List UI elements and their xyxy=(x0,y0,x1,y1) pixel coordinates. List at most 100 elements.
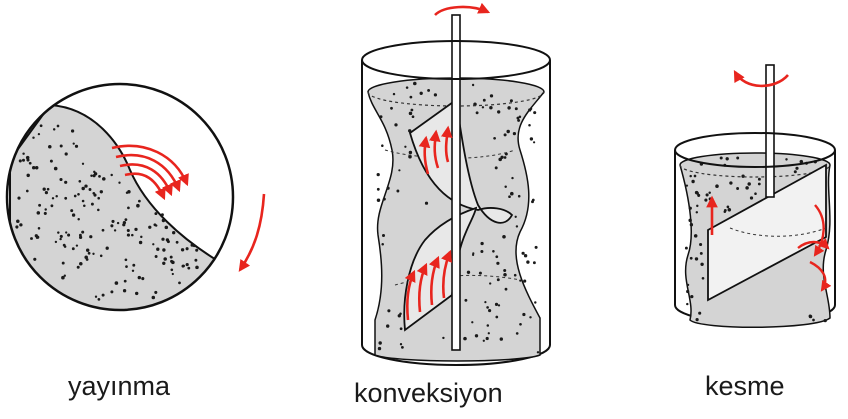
particle xyxy=(507,106,510,109)
particle xyxy=(706,193,709,196)
particle xyxy=(131,234,134,237)
particle xyxy=(393,93,395,95)
particle xyxy=(26,174,29,177)
particle xyxy=(111,220,114,223)
particle xyxy=(399,312,402,315)
particle xyxy=(442,337,444,339)
particle xyxy=(504,133,507,136)
particle xyxy=(496,262,499,265)
particle xyxy=(84,256,88,260)
particle xyxy=(100,190,103,193)
particle xyxy=(187,267,190,270)
particle xyxy=(125,258,128,261)
particle xyxy=(726,157,729,160)
particle xyxy=(487,324,490,327)
particle xyxy=(700,263,703,266)
particle xyxy=(420,92,423,95)
particle xyxy=(463,337,467,341)
particle xyxy=(88,252,91,255)
particle xyxy=(528,108,531,111)
particle xyxy=(84,184,87,187)
particle xyxy=(736,157,739,160)
particle xyxy=(758,178,761,181)
particle xyxy=(134,228,137,231)
particle xyxy=(500,156,503,159)
particle xyxy=(89,235,92,238)
particle xyxy=(511,177,513,179)
particle xyxy=(115,281,119,285)
particle xyxy=(29,162,32,165)
particle xyxy=(26,190,29,193)
particle xyxy=(824,319,827,322)
particle xyxy=(30,237,33,240)
particle xyxy=(396,190,399,193)
particle xyxy=(170,256,173,259)
particle xyxy=(486,337,489,340)
particle xyxy=(378,341,381,344)
particle xyxy=(404,146,406,148)
particle xyxy=(19,223,22,226)
particle xyxy=(486,306,489,309)
particle xyxy=(191,243,194,246)
particle xyxy=(696,318,699,321)
particle xyxy=(78,180,81,183)
particle xyxy=(102,229,105,232)
particle xyxy=(490,94,493,97)
particle xyxy=(186,247,189,250)
particle xyxy=(154,212,157,215)
particle xyxy=(114,229,116,231)
particle xyxy=(510,192,514,196)
particle xyxy=(62,262,65,265)
particle xyxy=(480,242,483,245)
particle xyxy=(747,182,750,185)
particle xyxy=(93,194,96,197)
particle xyxy=(467,271,470,274)
particle xyxy=(688,219,691,222)
particle xyxy=(127,207,130,210)
particle xyxy=(475,334,478,337)
particle xyxy=(16,220,20,224)
particle xyxy=(427,89,430,92)
particle xyxy=(794,170,797,173)
particle xyxy=(64,275,66,277)
particle xyxy=(45,191,48,194)
particle xyxy=(505,288,508,291)
particle xyxy=(489,106,492,109)
particle xyxy=(178,282,181,285)
particle xyxy=(98,175,101,178)
particle xyxy=(64,197,67,200)
particle xyxy=(59,178,62,181)
particle xyxy=(377,173,380,176)
particle xyxy=(127,229,130,232)
particle xyxy=(480,250,483,253)
particle xyxy=(410,96,413,99)
convection-panel xyxy=(362,7,550,365)
drum-rotation-arrow xyxy=(240,194,264,270)
particle xyxy=(54,167,58,171)
particle xyxy=(479,272,482,275)
particle xyxy=(53,128,55,130)
particle xyxy=(167,240,170,243)
particle xyxy=(162,262,165,265)
particle xyxy=(161,238,164,241)
particle xyxy=(406,86,409,89)
shaft-rotation-arrow xyxy=(735,72,788,86)
particle xyxy=(127,190,131,194)
particle xyxy=(132,264,135,267)
particle xyxy=(386,324,389,327)
particle xyxy=(377,188,380,191)
particle xyxy=(715,184,719,188)
particle xyxy=(153,223,156,226)
particle xyxy=(123,289,126,292)
particle xyxy=(483,99,486,102)
particle xyxy=(26,156,30,160)
particle xyxy=(138,200,141,203)
particle xyxy=(434,93,437,96)
particle xyxy=(170,260,173,263)
particle xyxy=(699,243,702,246)
particle xyxy=(409,112,413,116)
particle xyxy=(492,250,495,253)
particle xyxy=(409,151,412,154)
particle xyxy=(685,247,688,250)
particle xyxy=(70,209,73,212)
